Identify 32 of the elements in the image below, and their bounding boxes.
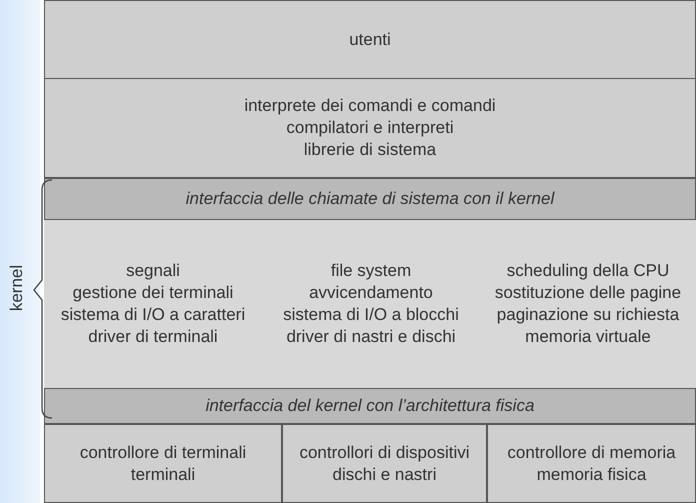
layer-text: sostituzione delle pagine (494, 282, 682, 304)
layer-band (44, 0, 696, 79)
layer-text: scheduling della CPU (506, 260, 670, 282)
hardware-box (487, 424, 696, 503)
layer-text: controllori di dispositivi (299, 442, 470, 464)
layer-text: compilatori e interpreti (286, 117, 454, 139)
layer-text: paginazione su richiesta (496, 304, 680, 326)
layer-text: controllore di memoria (507, 442, 676, 464)
layer-text: segnali (126, 260, 180, 282)
layer-band (44, 78, 696, 178)
layer-text: memoria fisica (536, 464, 646, 486)
layer-text: sistema di I/O a blocchi (283, 304, 459, 326)
interface-band (44, 388, 696, 424)
layer-text: driver di terminali (88, 326, 218, 348)
layer-text: terminali (130, 464, 196, 486)
bracket-label: kernel (7, 264, 28, 312)
hardware-box (44, 424, 282, 503)
layer-text: controllore di terminali (80, 442, 246, 464)
hardware-box (282, 424, 487, 503)
layer-text: interfaccia del kernel con l’architettura fisica (206, 395, 534, 417)
layer-text: avvicendamento (309, 282, 433, 304)
layer-text: interfaccia delle chiamate di sistema con il kernel (186, 188, 554, 210)
layer-text: librerie di sistema (304, 139, 436, 161)
layer-text: utenti (349, 28, 391, 50)
layer-text: sistema di I/O a caratteri (60, 304, 246, 326)
layer-text: interprete dei comandi e comandi (244, 95, 496, 117)
layer-text: memoria virtuale (525, 326, 651, 348)
layer-text: gestione dei terminali (72, 282, 234, 304)
layer-text: driver di nastri e dischi (286, 326, 456, 348)
layer-text: file system (330, 260, 412, 282)
layer-text: dischi e nastri (332, 464, 436, 486)
interface-band (44, 178, 696, 220)
